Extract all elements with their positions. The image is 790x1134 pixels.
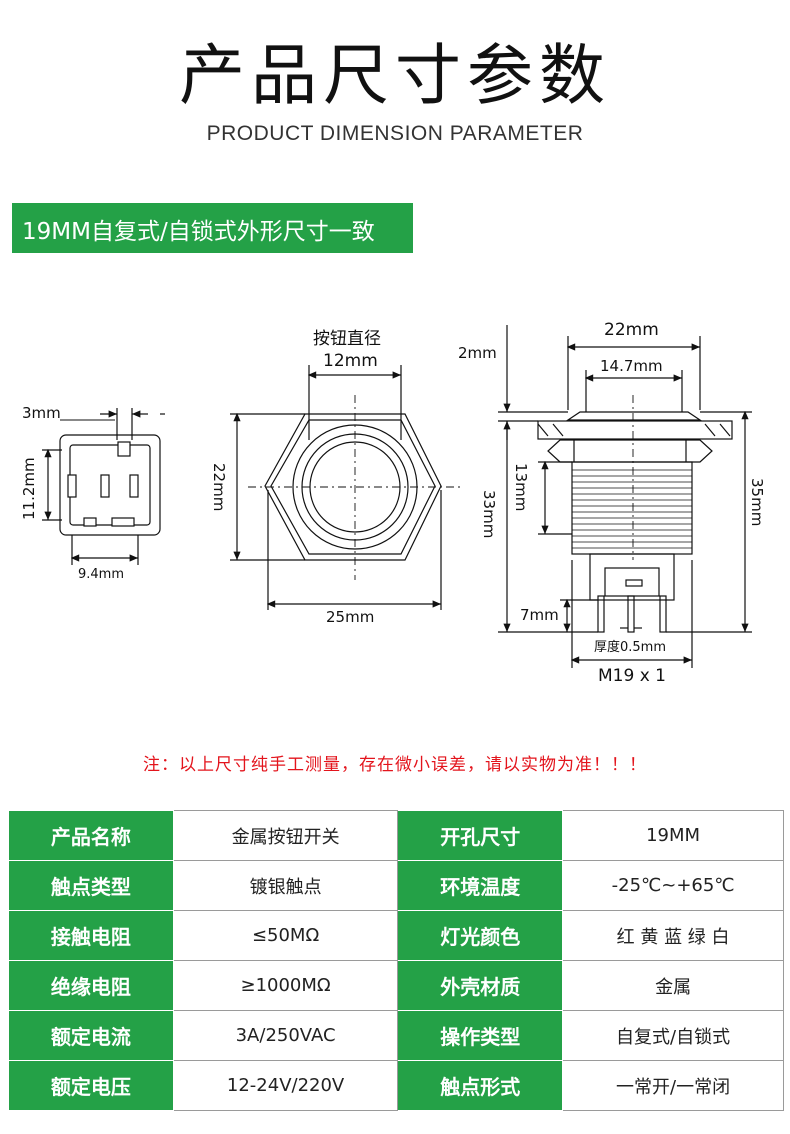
label-button-diameter: 按钮直径: [313, 329, 381, 349]
spec-key: 产品名称: [8, 810, 174, 861]
dim-7mm: 7mm: [520, 606, 559, 624]
spec-key: 开孔尺寸: [397, 810, 564, 861]
spec-value: -25℃~+65℃: [562, 860, 784, 911]
section-banner: 19MM自复式/自锁式外形尺寸一致: [12, 203, 419, 259]
table-row: 绝缘电阻 ≥1000MΩ 外壳材质 金属: [8, 960, 784, 1011]
banner-text: 19MM自复式/自锁式外形尺寸一致: [22, 219, 375, 245]
spec-key: 灯光颜色: [397, 910, 564, 961]
dim-14-7mm: 14.7mm: [600, 357, 663, 375]
spec-key: 外壳材质: [397, 960, 564, 1011]
dim-11-2mm: 11.2mm: [20, 457, 38, 520]
spec-key: 接触电阻: [8, 910, 174, 961]
table-row: 额定电流 3A/250VAC 操作类型 自复式/自锁式: [8, 1010, 784, 1061]
front-view: [230, 365, 460, 610]
bottom-view: [42, 408, 165, 565]
spec-value: ≥1000MΩ: [172, 960, 399, 1011]
spec-key: 额定电压: [8, 1060, 174, 1111]
table-row: 产品名称 金属按钮开关 开孔尺寸 19MM: [8, 810, 784, 861]
dimension-drawing: 3mm 11.2mm 9.4mm 按钮直径 12mm 22mm 25mm: [0, 300, 790, 720]
spec-value: 12-24V/220V: [172, 1060, 399, 1111]
spec-key: 操作类型: [397, 1010, 564, 1061]
spec-value: 红 黄 蓝 绿 白: [562, 910, 784, 961]
dim-3mm: 3mm: [22, 404, 61, 422]
dim-33mm: 33mm: [480, 490, 498, 538]
spec-key: 额定电流: [8, 1010, 174, 1061]
dimension-svg: 3mm 11.2mm 9.4mm 按钮直径 12mm 22mm 25mm: [20, 320, 766, 686]
table-row: 额定电压 12-24V/220V 触点形式 一常开/一常闭: [8, 1060, 784, 1111]
spec-value: 金属: [562, 960, 784, 1011]
spec-value: 自复式/自锁式: [562, 1010, 784, 1061]
measurement-note: 注：以上尺寸纯手工测量，存在微小误差，请以实物为准！！！: [143, 755, 647, 775]
spec-value: ≤50MΩ: [172, 910, 399, 961]
page-title: 产品尺寸参数: [179, 37, 611, 114]
side-view: [498, 325, 752, 668]
table-row: 触点类型 镀银触点 环境温度 -25℃~+65℃: [8, 860, 784, 911]
dim-35mm: 35mm: [748, 478, 766, 526]
dim-12mm: 12mm: [323, 351, 378, 371]
dim-9-4mm: 9.4mm: [78, 567, 124, 582]
spec-table-body: 产品名称 金属按钮开关 开孔尺寸 19MM 触点类型 镀银触点 环境温度 -25…: [8, 810, 784, 1111]
spec-value: 19MM: [562, 810, 784, 861]
spec-key: 环境温度: [397, 860, 564, 911]
dim-22mm-width: 22mm: [604, 320, 659, 340]
spec-key: 触点形式: [397, 1060, 564, 1111]
spec-table: 产品名称 金属按钮开关 开孔尺寸 19MM 触点类型 镀银触点 环境温度 -25…: [8, 810, 784, 1111]
page-subtitle: PRODUCT DIMENSION PARAMETER: [206, 122, 584, 145]
spec-value: 金属按钮开关: [172, 810, 399, 861]
dim-2mm: 2mm: [458, 344, 497, 362]
table-row: 接触电阻 ≤50MΩ 灯光颜色 红 黄 蓝 绿 白: [8, 910, 784, 961]
dim-13mm: 13mm: [512, 463, 530, 511]
spec-key: 触点类型: [8, 860, 174, 911]
spec-key: 绝缘电阻: [8, 960, 174, 1011]
dim-25mm: 25mm: [326, 608, 374, 626]
spec-value: 一常开/一常闭: [562, 1060, 784, 1111]
dim-22mm-height: 22mm: [210, 463, 228, 511]
spec-value: 镀银触点: [172, 860, 399, 911]
spec-value: 3A/250VAC: [172, 1010, 399, 1061]
dim-pin-thickness: 厚度0.5mm: [594, 639, 666, 655]
dim-thread: M19 x 1: [598, 666, 666, 686]
